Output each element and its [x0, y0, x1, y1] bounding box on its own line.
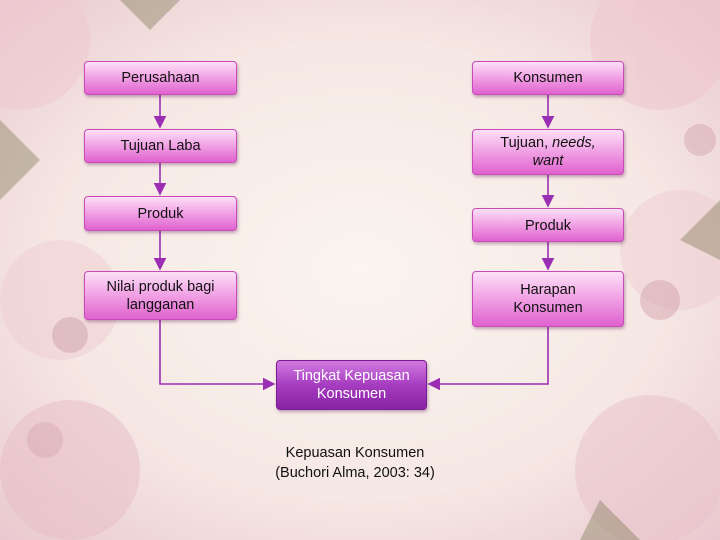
box-tingkat-kepuasan: Tingkat Kepuasan Konsumen — [276, 360, 427, 410]
label-tingkat-line1: Tingkat Kepuasan — [293, 367, 409, 385]
label-produk-right: Produk — [525, 217, 571, 235]
label-produk-left: Produk — [138, 205, 184, 223]
caption: Kepuasan Konsumen (Buchori Alma, 2003: 3… — [250, 443, 460, 483]
box-perusahaan: Perusahaan — [84, 61, 237, 95]
label-tingkat-line2: Konsumen — [317, 385, 386, 403]
box-produk-right: Produk — [472, 208, 624, 242]
caption-line1: Kepuasan Konsumen — [250, 443, 460, 463]
flower-center — [52, 317, 88, 353]
flower-decoration — [0, 400, 140, 540]
box-harapan-konsumen: Harapan Konsumen — [472, 271, 624, 327]
label-tujuan-laba: Tujuan Laba — [120, 137, 200, 155]
box-nilai-produk: Nilai produk bagi langganan — [84, 271, 237, 320]
label-tujuan-part3: want — [533, 152, 564, 170]
label-harapan-line2: Konsumen — [513, 299, 582, 317]
box-tujuan-laba: Tujuan Laba — [84, 129, 237, 163]
box-tujuan-needs-want: Tujuan, needs, want — [472, 129, 624, 175]
label-nilai-line1: Nilai produk bagi — [106, 278, 214, 296]
box-konsumen: Konsumen — [472, 61, 624, 95]
label-tujuan-line1: Tujuan, needs, — [500, 134, 595, 152]
label-perusahaan: Perusahaan — [121, 69, 199, 87]
box-produk-left: Produk — [84, 196, 237, 231]
label-harapan-line1: Harapan — [520, 281, 576, 299]
label-konsumen: Konsumen — [513, 69, 582, 87]
flower-center — [640, 280, 680, 320]
flower-center — [27, 422, 63, 458]
label-tujuan-part1: Tujuan, — [500, 135, 552, 151]
flower-center — [684, 124, 716, 156]
caption-line2: (Buchori Alma, 2003: 34) — [250, 463, 460, 483]
label-nilai-line2: langganan — [127, 296, 195, 314]
label-tujuan-part2: needs, — [552, 135, 596, 151]
